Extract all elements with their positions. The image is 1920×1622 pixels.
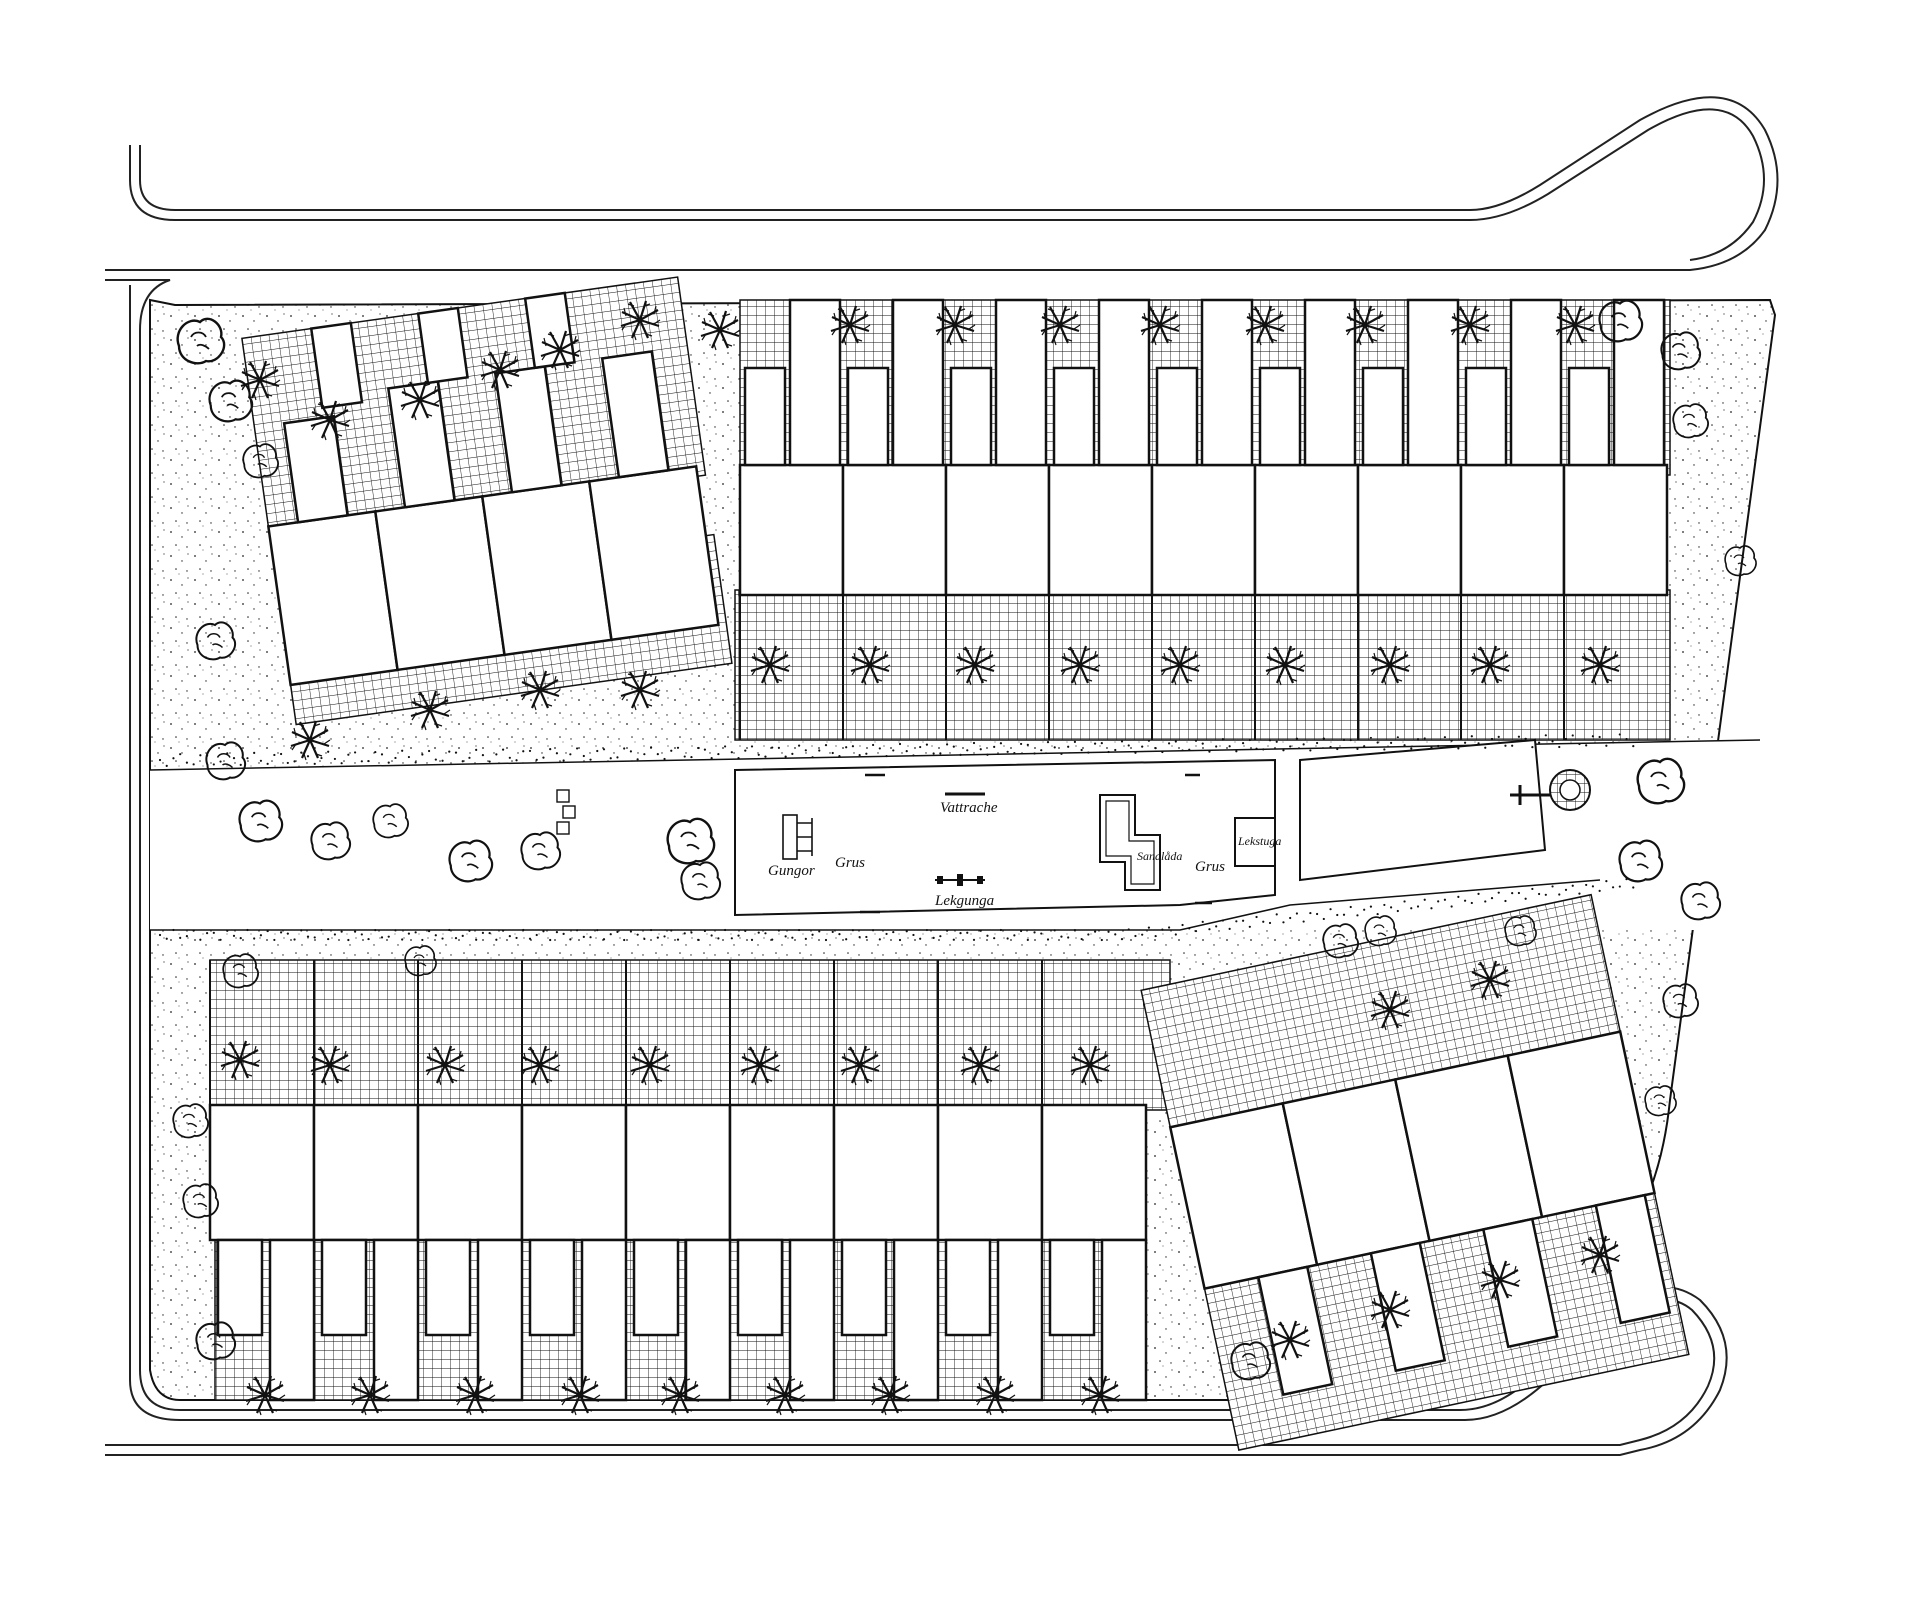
storage-south-3 [424, 1238, 472, 1337]
annex-north-2 [891, 298, 945, 467]
annex-south-2 [372, 1238, 420, 1402]
label-lekstuga: Lekstuga [1237, 834, 1281, 848]
storage-north-9 [1567, 366, 1611, 467]
house-south-6 [728, 1103, 836, 1242]
label-grus-right: Grus [1195, 859, 1225, 875]
annex-south-9 [1100, 1238, 1148, 1402]
storage-north-1 [743, 366, 787, 467]
row-northwest-rotated [241, 276, 733, 726]
house-north-1 [738, 463, 845, 597]
storage-north-6 [1258, 366, 1302, 467]
label-gungor: Gungor [768, 863, 815, 879]
annex-south-1 [268, 1238, 316, 1402]
storage-north-4 [1052, 366, 1096, 467]
label-lekgunga: Lekgunga [934, 893, 994, 909]
annex-south-3 [476, 1238, 524, 1402]
annex-north-1 [788, 298, 842, 467]
annex-north-9 [1612, 298, 1666, 467]
storage-north-3 [949, 366, 993, 467]
annex-north-6 [1303, 298, 1357, 467]
house-north-9 [1562, 463, 1669, 597]
storage-north-5 [1155, 366, 1199, 467]
house-south-5 [624, 1103, 732, 1242]
playhouse-icon [1234, 817, 1276, 867]
south-houses [208, 960, 1148, 1402]
house-north-2 [841, 463, 948, 597]
label-grus-left: Grus [835, 855, 865, 871]
house-south-1 [208, 1103, 316, 1242]
sandpit-icon [1099, 794, 1161, 891]
storage-south-7 [840, 1238, 888, 1337]
house-north-7 [1356, 463, 1463, 597]
label-vattrache: Vattrache [940, 800, 998, 816]
annex-south-8 [996, 1238, 1044, 1402]
annex-north-7 [1406, 298, 1460, 467]
row-southeast-rotated [1140, 893, 1690, 1451]
play-area: Gungor Grus Vattrache Lekgunga Sandlåda … [556, 738, 1591, 917]
road-north-loop [105, 96, 1779, 271]
annex-north-5 [1200, 298, 1254, 467]
annex-south-6 [788, 1238, 836, 1402]
annex-north-8 [1509, 298, 1563, 467]
storage-south-6 [736, 1238, 784, 1337]
annex-north-3 [994, 298, 1048, 467]
house-north-3 [944, 463, 1051, 597]
house-south-8 [936, 1103, 1044, 1242]
house-north-8 [1459, 463, 1566, 597]
storage-north-7 [1361, 366, 1405, 467]
storage-north-8 [1464, 366, 1508, 467]
house-north-5 [1150, 463, 1257, 597]
annex-south-7 [892, 1238, 940, 1402]
house-south-2 [312, 1103, 420, 1242]
house-north-4 [1047, 463, 1154, 597]
storage-south-4 [528, 1238, 576, 1337]
house-south-3 [416, 1103, 524, 1242]
house-nw-4 [587, 464, 720, 642]
annex-north-4 [1097, 298, 1151, 467]
open-plaza [1299, 738, 1547, 882]
house-south-4 [520, 1103, 628, 1242]
north-houses [738, 298, 1669, 740]
storage-south-8 [944, 1238, 992, 1337]
vegetation [158, 299, 1757, 1417]
storage-south-2 [320, 1238, 368, 1337]
seesaw-icon [935, 874, 985, 886]
swing-frame-icon [782, 814, 813, 860]
storage-south-9 [1048, 1238, 1096, 1337]
house-north-6 [1253, 463, 1360, 597]
storage-north-2 [846, 366, 890, 467]
bench-group-icon [556, 789, 576, 835]
label-sandlada: Sandlåda [1137, 849, 1182, 863]
storage-south-5 [632, 1238, 680, 1337]
annex-south-5 [684, 1238, 732, 1402]
storage-south-1 [216, 1238, 264, 1337]
house-south-9 [1040, 1103, 1148, 1242]
annex-south-4 [580, 1238, 628, 1402]
fountain-icon [1510, 769, 1591, 811]
house-south-7 [832, 1103, 940, 1242]
